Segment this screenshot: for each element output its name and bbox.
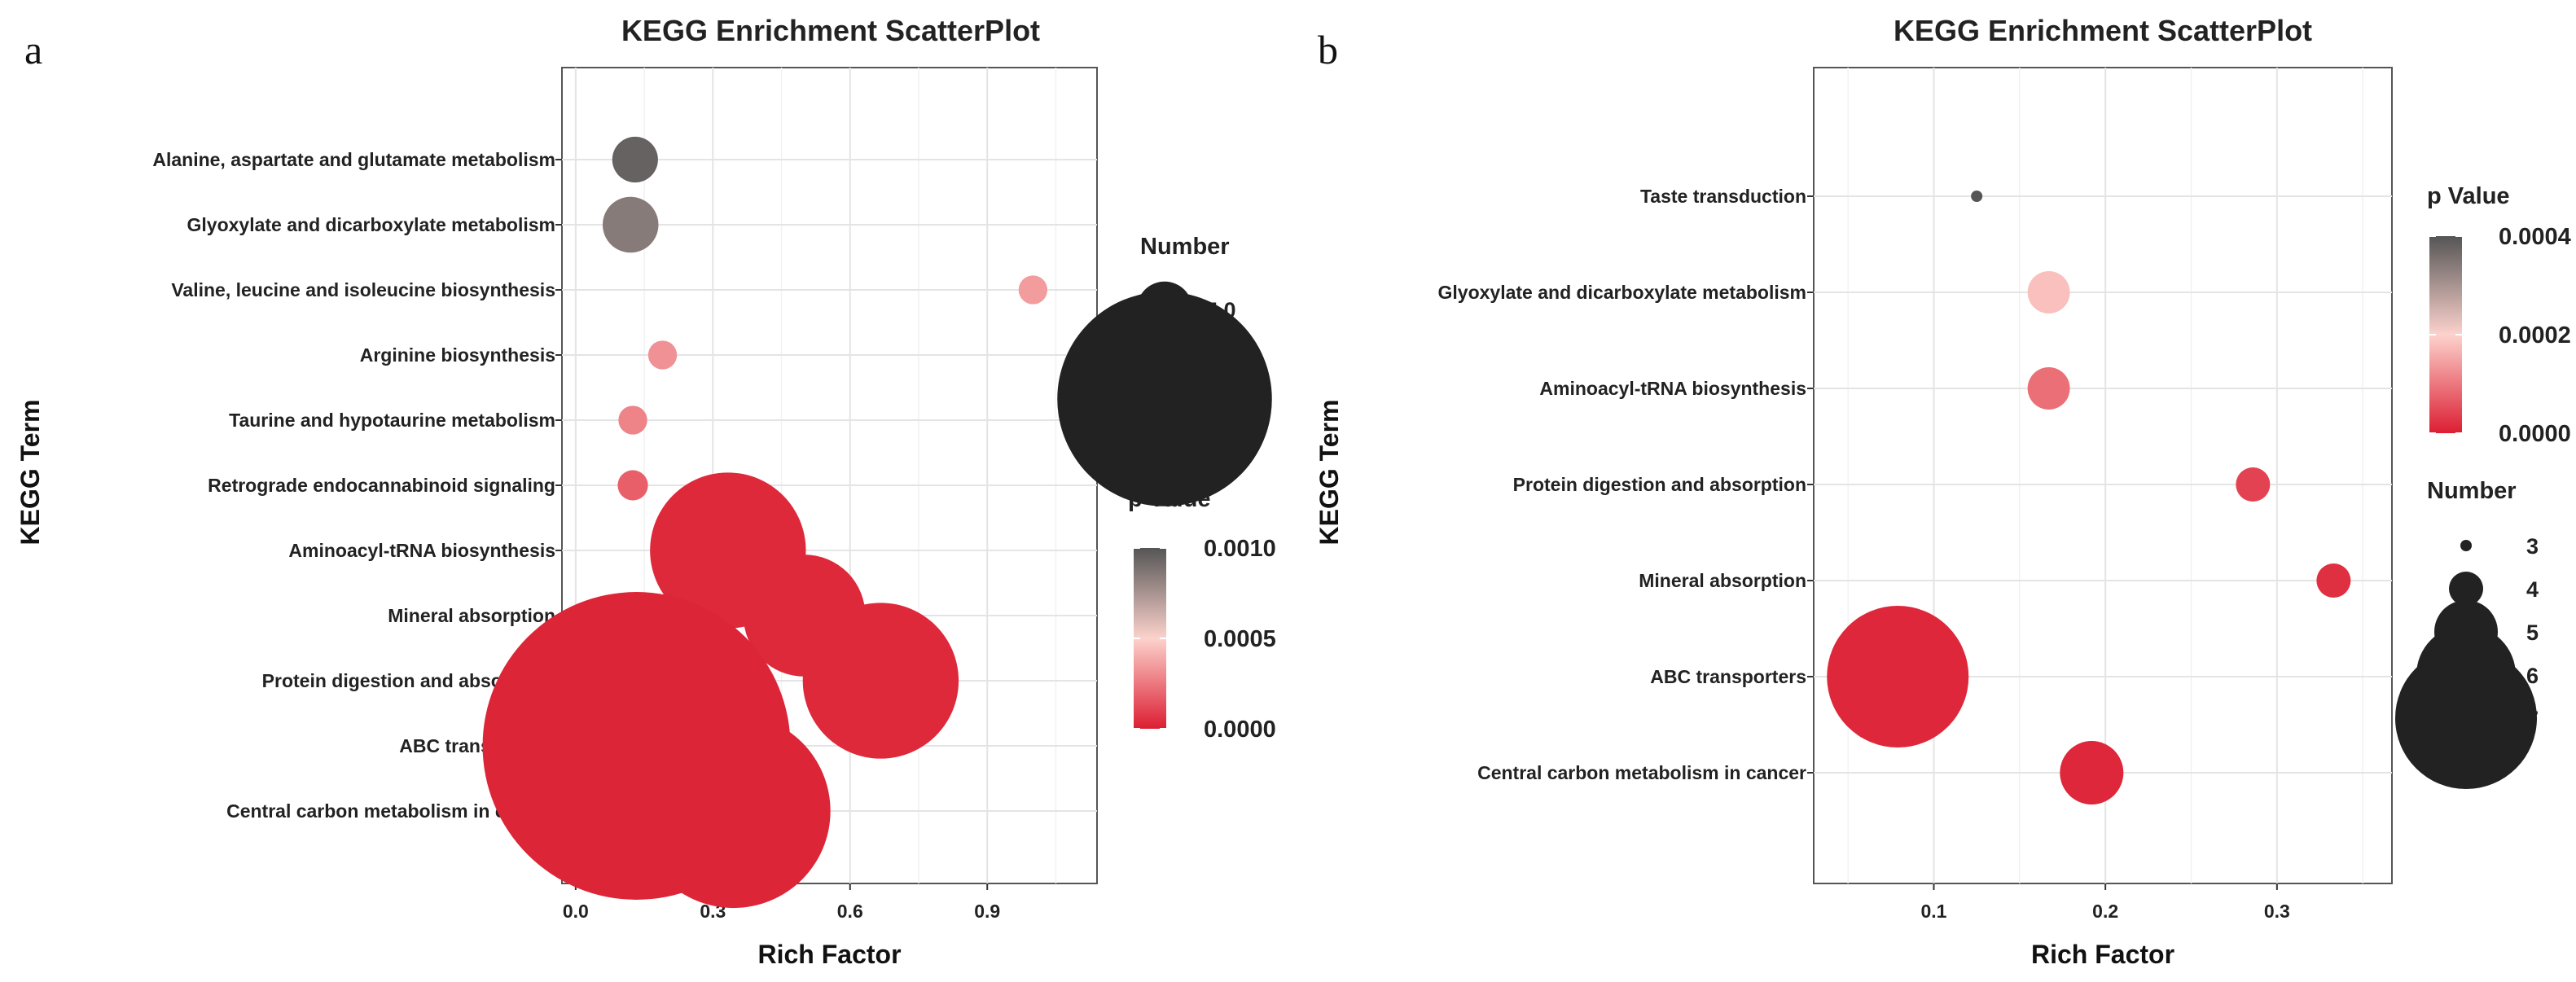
data-point: [1827, 606, 1969, 747]
y-tick-label: Aminoacyl-tRNA biosynthesis: [1539, 378, 1806, 399]
y-tick-label: Aminoacyl-tRNA biosynthesis: [288, 540, 555, 561]
chart-title: KEGG Enrichment ScatterPlot: [1894, 14, 2312, 47]
data-point: [1971, 191, 1983, 202]
panel-letter: a: [24, 27, 42, 72]
data-point: [2060, 741, 2124, 804]
x-axis-label: Rich Factor: [2031, 940, 2174, 969]
data-point: [802, 603, 959, 759]
data-point: [612, 136, 658, 183]
y-axis-label: KEGG Term: [1314, 400, 1344, 546]
y-tick-label: Taurine and hypotaurine metabolism: [229, 410, 555, 431]
size-legend-title: Number: [1140, 234, 1230, 260]
data-point: [618, 406, 647, 435]
colorbar-tick-label: 0.0010: [1204, 536, 1276, 562]
x-tick-label: 0.6: [837, 901, 863, 922]
chart-title: KEGG Enrichment ScatterPlot: [621, 14, 1040, 47]
colorbar-tick-label: 0.0004: [2499, 224, 2571, 250]
y-tick-label: Mineral absorption: [1639, 570, 1806, 591]
size-legend-label: 3: [2526, 534, 2539, 559]
size-legend-label: 10.0: [1205, 388, 1249, 412]
data-point: [2316, 563, 2351, 598]
color-legend-title: p Value: [1128, 486, 1211, 512]
data-point: [2027, 367, 2070, 410]
y-tick-label: Retrograde endocannabinoid signaling: [208, 475, 555, 496]
y-tick-label: Alanine, aspartate and glutamate metabol…: [152, 149, 555, 170]
x-axis-label: Rich Factor: [757, 940, 901, 969]
data-point: [636, 713, 831, 909]
colorbar-tick-label: 0.0000: [2499, 421, 2571, 447]
size-legend-label: 4: [2526, 577, 2539, 602]
size-legend-key: [1057, 292, 1272, 506]
data-point: [617, 470, 648, 501]
y-tick-label: Taste transduction: [1640, 186, 1806, 207]
data-point: [602, 196, 659, 253]
colorbar-tick-label: 0.0005: [1204, 626, 1276, 652]
panel-letter: b: [1318, 27, 1338, 72]
x-tick-label: 0.9: [974, 901, 1000, 922]
y-tick-label: Arginine biosynthesis: [360, 344, 555, 366]
data-point: [647, 340, 678, 370]
size-legend-label: 5: [2526, 620, 2539, 645]
x-tick-label: 0.3: [2264, 901, 2290, 922]
colorbar-tick-label: 0.0000: [1204, 717, 1276, 743]
x-tick-label: 0.0: [563, 901, 589, 922]
y-tick-label: Valine, leucine and isoleucine biosynthe…: [171, 279, 555, 300]
color-legend-title: p Value: [2427, 183, 2510, 209]
size-legend-label: 7: [2526, 707, 2539, 731]
y-tick-label: Mineral absorption: [388, 605, 555, 626]
x-tick-label: 0.1: [1920, 901, 1946, 922]
y-tick-label: Protein digestion and absorption: [1513, 474, 1806, 495]
y-tick-label: Central carbon metabolism in cancer: [1477, 762, 1806, 783]
x-tick-label: 0.2: [2092, 901, 2118, 922]
data-point: [2236, 467, 2271, 502]
y-tick-label: Glyoxylate and dicarboxylate metabolism: [1438, 282, 1807, 303]
size-legend-title: Number: [2427, 478, 2517, 504]
data-point: [2027, 271, 2070, 313]
y-axis-label: KEGG Term: [15, 400, 45, 546]
data-point: [1018, 275, 1048, 305]
size-legend-key: [2460, 540, 2472, 551]
size-legend-key: [2395, 647, 2537, 789]
colorbar-tick-label: 0.0002: [2499, 322, 2571, 349]
size-legend-label: 6: [2526, 664, 2539, 688]
y-tick-label: ABC transporters: [1650, 666, 1806, 687]
y-tick-label: Glyoxylate and dicarboxylate metabolism: [187, 214, 556, 235]
size-legend-key: [2449, 572, 2483, 606]
